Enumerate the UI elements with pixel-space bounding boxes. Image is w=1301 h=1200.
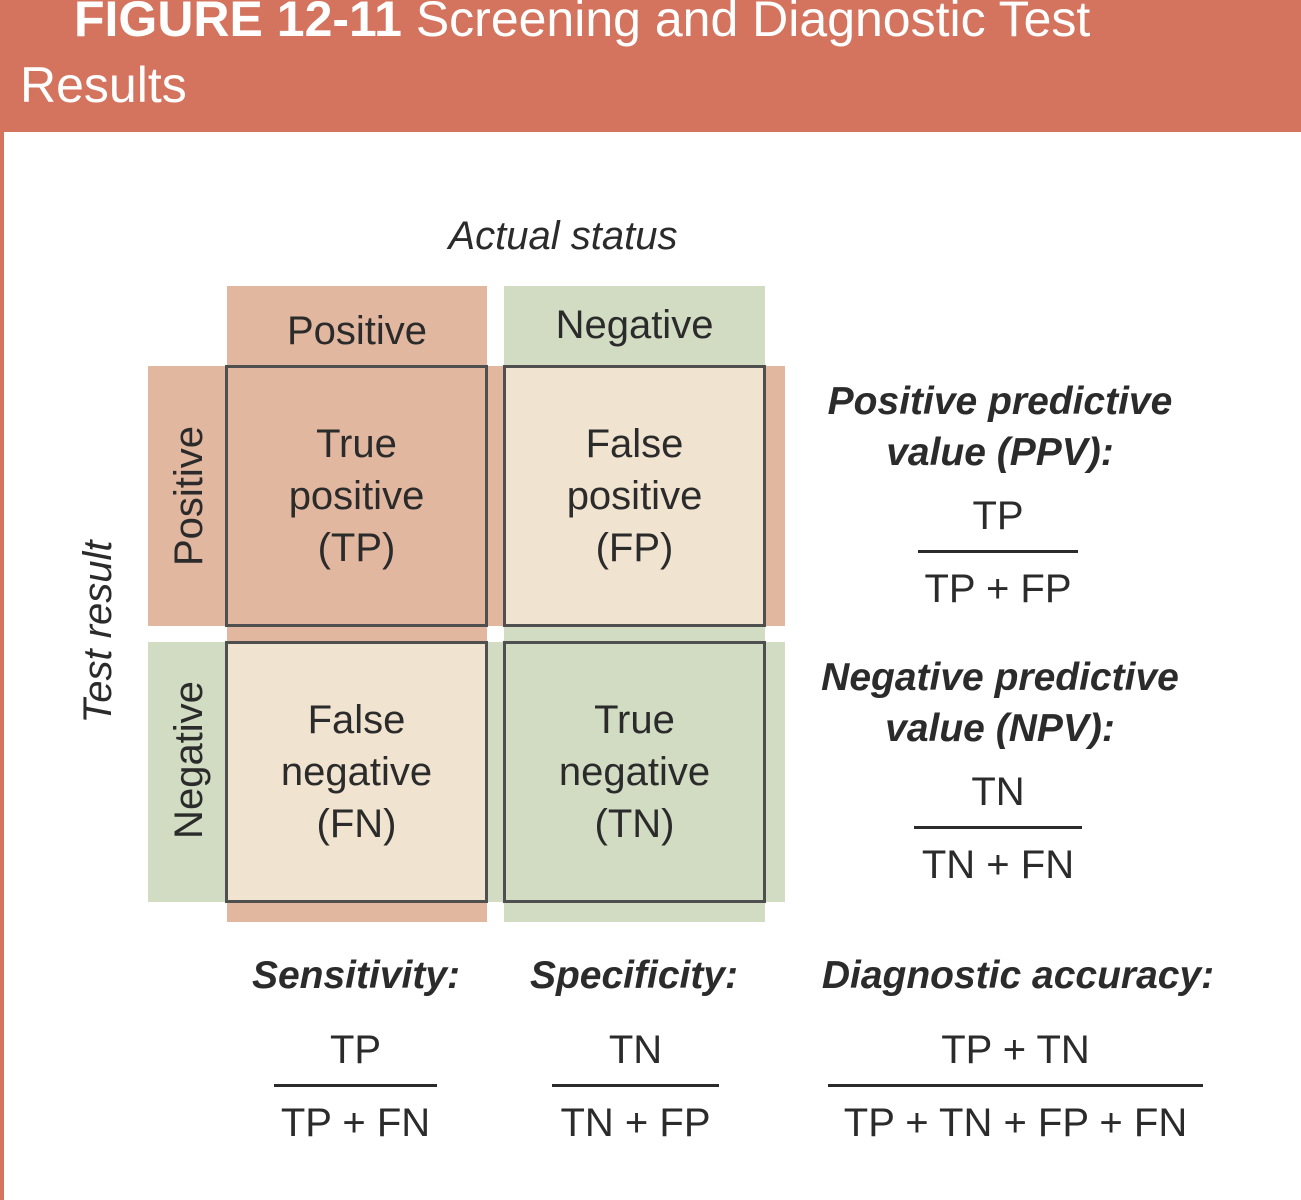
ppv-formula: TP TP + FP — [918, 492, 1078, 613]
npv-formula: TN TN + FN — [914, 768, 1082, 889]
sensitivity-title: Sensitivity: — [251, 954, 461, 997]
ppv-title-line-1: Positive predictive — [827, 380, 1173, 423]
ppv-numerator: TP — [972, 494, 1024, 538]
specificity-formula: TN TN + FP — [552, 1026, 719, 1147]
cell-fn-line-1: False — [307, 698, 406, 742]
cell-fn-line-2: negative — [280, 750, 433, 794]
specificity-numerator: TN — [608, 1028, 663, 1072]
cell-tn-line-2: negative — [558, 750, 711, 794]
sensitivity-formula: TP TP + FN — [274, 1026, 437, 1147]
figure-title: FIGURE 12-11 Screening and Diagnostic Te… — [20, 0, 1290, 118]
specificity-title: Specificity: — [529, 954, 739, 997]
figure-title-text: Screening and Diagnostic Test — [415, 0, 1091, 47]
cell-tp-line-1: True — [316, 422, 397, 466]
left-rule — [0, 132, 4, 1200]
cell-fn-line-3: (FN) — [316, 802, 397, 846]
npv-title-line-2: value (NPV): — [885, 707, 1115, 750]
figure-number: FIGURE 12-11 — [74, 0, 402, 47]
accuracy-fraction-bar — [828, 1084, 1203, 1087]
figure-title-text-2: Results — [20, 57, 187, 113]
cell-tn-line-1: True — [594, 698, 675, 742]
cell-tp-line-2: positive — [288, 474, 425, 518]
npv-fraction-bar — [914, 826, 1082, 829]
ppv-denominator: TP + FP — [924, 567, 1072, 611]
ppv-title-line-2: value (PPV): — [886, 431, 1114, 474]
cell-tn-line-3: (TN) — [594, 802, 675, 846]
column-label-negative: Negative — [555, 303, 714, 347]
column-axis-label: Actual status — [448, 214, 678, 258]
sensitivity-fraction-bar — [274, 1084, 437, 1087]
npv-denominator: TN + FN — [921, 843, 1075, 887]
column-label-positive: Positive — [286, 309, 428, 353]
cell-false-positive: False positive (FP) — [503, 365, 766, 627]
row-label-negative: Negative — [167, 681, 211, 839]
figure-header — [0, 0, 1301, 132]
accuracy-denominator: TP + TN + FP + FN — [843, 1101, 1188, 1145]
npv-title: Negative predictive value (NPV): — [790, 652, 1210, 754]
cell-fp-line-3: (FP) — [595, 526, 674, 570]
cell-false-negative: False negative (FN) — [225, 641, 488, 903]
sensitivity-denominator: TP + FN — [280, 1101, 431, 1145]
ppv-title: Positive predictive value (PPV): — [790, 376, 1210, 478]
row-label-positive: Positive — [167, 425, 211, 567]
specificity-denominator: TN + FP — [560, 1101, 711, 1145]
accuracy-numerator: TP + TN — [941, 1028, 1090, 1072]
npv-title-line-1: Negative predictive — [821, 656, 1179, 699]
row-axis-label: Test result — [76, 540, 120, 724]
cell-fp-line-2: positive — [566, 474, 703, 518]
cell-true-negative: True negative (TN) — [503, 641, 766, 903]
cell-fp-line-1: False — [585, 422, 684, 466]
cell-true-positive: True positive (TP) — [225, 365, 488, 627]
ppv-fraction-bar — [918, 550, 1078, 553]
specificity-fraction-bar — [552, 1084, 719, 1087]
cell-tp-line-3: (TP) — [317, 526, 396, 570]
accuracy-title: Diagnostic accuracy: — [821, 954, 1215, 997]
accuracy-formula: TP + TN TP + TN + FP + FN — [828, 1026, 1203, 1147]
npv-numerator: TN — [971, 770, 1025, 814]
sensitivity-numerator: TP — [329, 1028, 382, 1072]
